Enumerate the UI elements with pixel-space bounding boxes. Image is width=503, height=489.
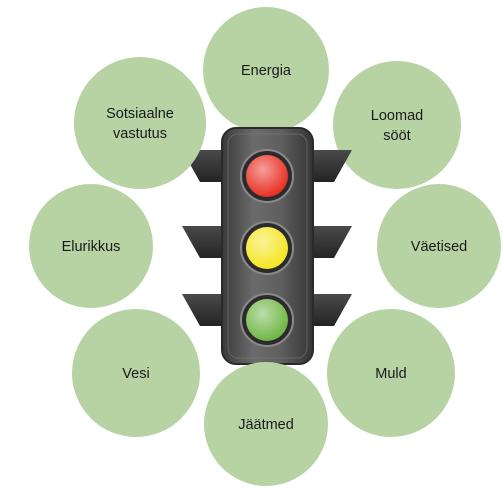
- bubble-vaetised: Väetised: [377, 184, 501, 308]
- lamp-red-highlight: [246, 155, 288, 197]
- bubble-circle: [327, 309, 455, 437]
- bubble-circle: [29, 184, 153, 308]
- bubble-label: Muld: [375, 366, 406, 382]
- bubble-label: Elurikkus: [62, 239, 121, 255]
- bubble-label: Jäätmed: [238, 417, 294, 433]
- bubble-circle: [72, 309, 200, 437]
- bubble-label: sööt: [383, 128, 410, 144]
- bubble-energia: Energia: [203, 7, 329, 133]
- lamp-yellow-highlight: [246, 227, 288, 269]
- bubble-label: Sotsiaalne: [106, 106, 174, 122]
- bubble-label: Energia: [241, 63, 292, 79]
- bubble-circle: [377, 184, 501, 308]
- lamp-green-highlight: [246, 299, 288, 341]
- traffic-light-visors: [182, 150, 352, 326]
- bubble-circle: [203, 7, 329, 133]
- bubble-sotsiaalne-vastutus: Sotsiaalne vastutus: [74, 57, 206, 189]
- bubble-elurikkus: Elurikkus: [29, 184, 153, 308]
- bubble-label: Loomad: [371, 108, 423, 124]
- bubble-vesi: Vesi: [72, 309, 200, 437]
- bubble-circle: [204, 362, 328, 486]
- bubble-muld: Muld: [327, 309, 455, 437]
- bubble-jaatmed: Jäätmed: [204, 362, 328, 486]
- bubble-circle: [333, 61, 461, 189]
- bubble-circle: [74, 57, 206, 189]
- bubble-label: Väetised: [411, 239, 467, 255]
- bubble-label: vastutus: [113, 126, 167, 142]
- bubble-loomad-soot: Loomad sööt: [333, 61, 461, 189]
- bubble-label: Vesi: [122, 366, 149, 382]
- traffic-light: [182, 127, 352, 365]
